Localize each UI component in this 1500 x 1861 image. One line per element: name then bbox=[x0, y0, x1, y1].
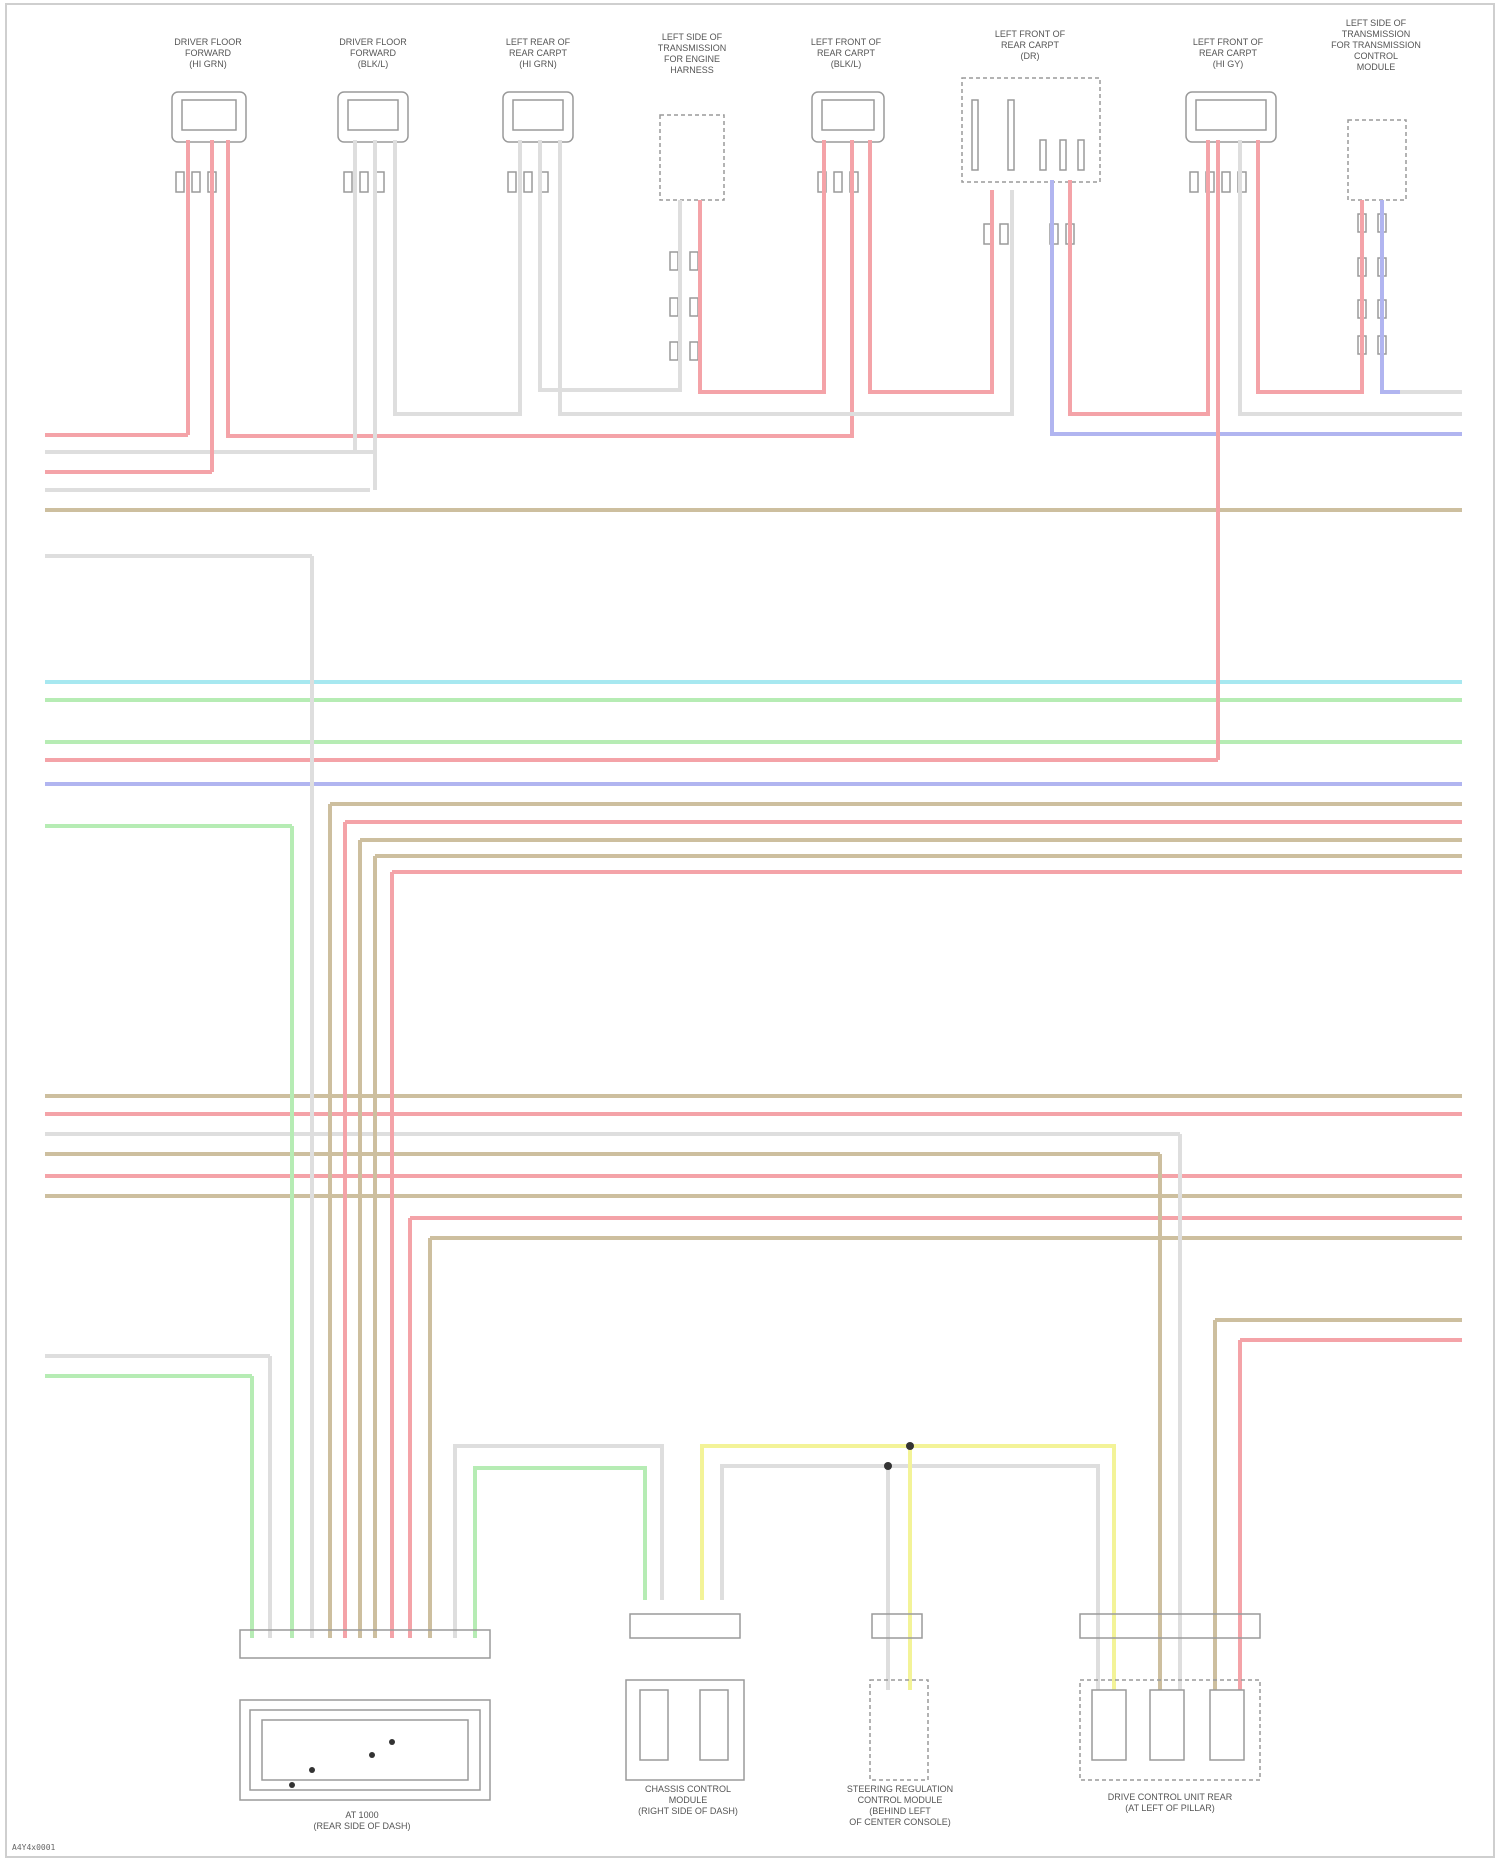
connector-c10 bbox=[626, 1614, 744, 1780]
connector-c9 bbox=[240, 1630, 490, 1800]
svg-text:AT 1000(REAR SIDE OF DASH): AT 1000(REAR SIDE OF DASH) bbox=[313, 1810, 410, 1831]
connector-c8 bbox=[1348, 120, 1406, 354]
footer-code: A4Y4x0001 bbox=[12, 1843, 56, 1852]
wire-bus-upper bbox=[45, 435, 1462, 872]
component-label-c9: AT 1000(REAR SIDE OF DASH) bbox=[313, 1810, 410, 1831]
wire-drops-upper bbox=[188, 140, 1462, 760]
connector-c4-inline bbox=[670, 252, 698, 360]
connector-c1 bbox=[172, 92, 246, 192]
junction-dots bbox=[289, 1442, 914, 1788]
wire-bus-lower bbox=[45, 1096, 1462, 1376]
wire-drops-lower bbox=[252, 556, 1240, 1690]
connector-c4 bbox=[660, 115, 724, 200]
connector-c11 bbox=[870, 1614, 928, 1780]
svg-text:DRIVE CONTROL UNIT REAR(AT LEF: DRIVE CONTROL UNIT REAR(AT LEFT OF PILLA… bbox=[1108, 1792, 1233, 1813]
connector-c7 bbox=[1186, 92, 1276, 192]
component-label-c12: DRIVE CONTROL UNIT REAR(AT LEFT OF PILLA… bbox=[1108, 1792, 1233, 1813]
connector-c12 bbox=[1080, 1614, 1260, 1780]
connector-c6 bbox=[962, 78, 1100, 244]
